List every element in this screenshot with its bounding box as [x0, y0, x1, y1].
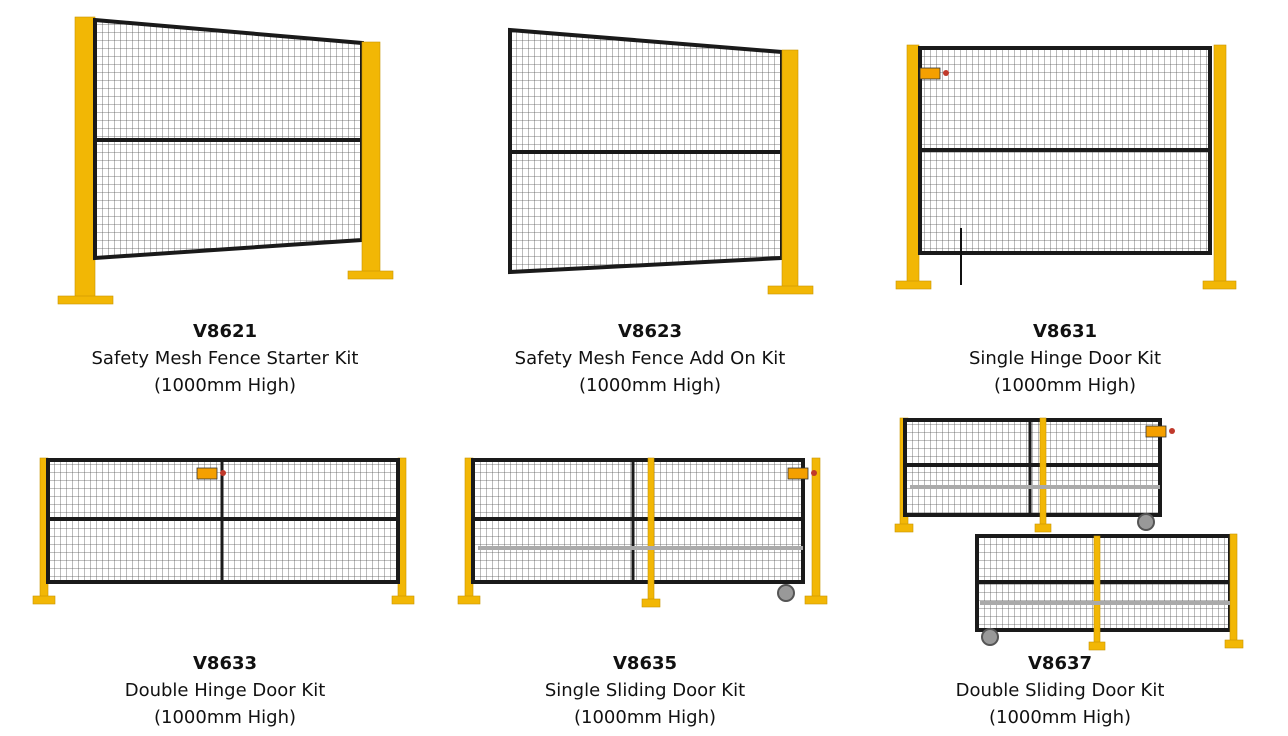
fence-post: [1229, 533, 1238, 645]
post-base-plate: [347, 270, 394, 280]
product-card-v8635[interactable]: V8635 Single Sliding Door Kit (1000mm Hi…: [435, 650, 855, 731]
castor-wheel-icon: [981, 628, 999, 646]
product-card-v8633[interactable]: V8633 Double Hinge Door Kit (1000mm High…: [15, 650, 435, 731]
mesh-panel: [903, 418, 1162, 517]
lock-icon: [196, 467, 218, 480]
post-base-plate: [1202, 280, 1237, 290]
product-card-v8623[interactable]: V8623 Safety Mesh Fence Add On Kit (1000…: [440, 318, 860, 399]
fence-post: [361, 41, 381, 276]
fence-image-v8637: [894, 417, 1244, 651]
product-spec: (1000mm High): [153, 375, 296, 396]
post-base-plate: [895, 280, 932, 290]
product-code: V8631: [1032, 321, 1098, 342]
post-base-plate: [767, 285, 814, 295]
fence-image-v8623: [508, 27, 814, 295]
post-base-plate: [894, 523, 914, 533]
lock-icon: [787, 467, 809, 480]
product-card-v8631[interactable]: V8631 Single Hinge Door Kit (1000mm High…: [855, 318, 1275, 399]
fence-image-v8631: [895, 44, 1237, 290]
product-code: V8621: [192, 321, 258, 342]
product-name: Double Hinge Door Kit: [124, 680, 326, 701]
post-base-plate: [457, 595, 481, 605]
lock-icon: [919, 67, 941, 80]
post-base-plate: [1034, 523, 1052, 533]
post-base-plate: [804, 595, 828, 605]
lock-button-icon: [943, 70, 949, 76]
lock-icon: [1145, 425, 1167, 438]
post-base-plate: [57, 295, 114, 305]
product-card-v8637[interactable]: V8637 Double Sliding Door Kit (1000mm Hi…: [850, 650, 1270, 731]
fence-image-v8621: [57, 16, 394, 305]
castor-wheel-icon: [777, 584, 795, 602]
post-base-plate: [32, 595, 56, 605]
product-spec: (1000mm High): [573, 707, 716, 728]
product-code: V8635: [612, 653, 678, 674]
fence-post: [647, 457, 655, 604]
product-name: Double Sliding Door Kit: [955, 680, 1165, 701]
fence-post: [1093, 535, 1101, 647]
fence-post: [1039, 417, 1047, 529]
fence-post: [781, 49, 799, 291]
product-name: Single Sliding Door Kit: [544, 680, 746, 701]
product-spec: (1000mm High): [153, 707, 296, 728]
product-code: V8633: [192, 653, 258, 674]
fence-image-v8635: [457, 457, 828, 608]
fence-post: [906, 44, 920, 286]
post-base-plate: [641, 598, 661, 608]
lock-button-icon: [220, 470, 226, 476]
product-code: V8637: [1027, 653, 1093, 674]
post-base-plate: [391, 595, 415, 605]
product-code: V8623: [617, 321, 683, 342]
post-base-plate: [1088, 641, 1106, 651]
product-card-v8621[interactable]: V8621 Safety Mesh Fence Starter Kit (100…: [15, 318, 435, 399]
fence-image-v8633: [32, 457, 415, 605]
fence-post: [74, 16, 96, 301]
lock-button-icon: [1169, 428, 1175, 434]
lock-button-icon: [811, 470, 817, 476]
product-spec: (1000mm High): [993, 375, 1136, 396]
product-name: Single Hinge Door Kit: [968, 348, 1162, 369]
castor-wheel-icon: [1137, 513, 1155, 531]
fence-post: [1213, 44, 1227, 286]
product-name: Safety Mesh Fence Add On Kit: [514, 348, 786, 369]
post-base-plate: [1224, 639, 1244, 649]
product-spec: (1000mm High): [578, 375, 721, 396]
fence-post: [811, 457, 821, 601]
product-spec: (1000mm High): [988, 707, 1131, 728]
product-name: Safety Mesh Fence Starter Kit: [91, 348, 359, 369]
